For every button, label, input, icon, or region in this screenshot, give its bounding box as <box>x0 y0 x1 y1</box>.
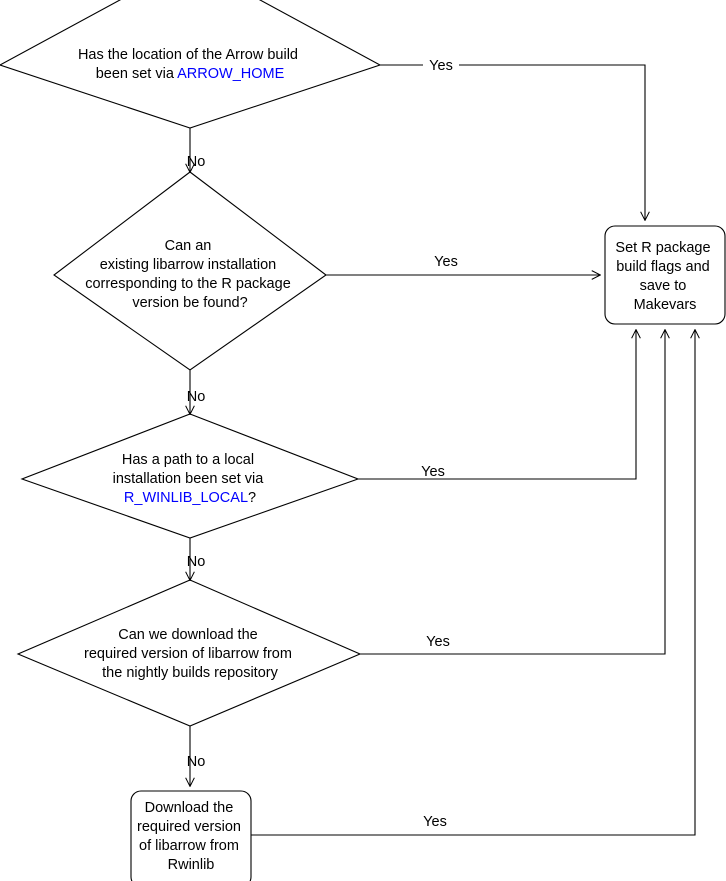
edge-label-arrow-home-no: No <box>187 154 206 170</box>
node-line-2: build flags and <box>616 259 710 275</box>
node-q-existing-libarrow-label: Can an existing libarrow installation co… <box>85 238 295 311</box>
edge-label-rwinlib-yes: Yes <box>423 814 447 830</box>
edge-label-nightly-yes: Yes <box>426 634 450 650</box>
node-q-r-winlib-local[interactable]: Has a path to a local installation been … <box>20 413 360 539</box>
node-line-2: installation been set via <box>113 471 265 487</box>
edge-label-existing-no: No <box>187 389 206 405</box>
node-line-1: Has a path to a local <box>122 452 254 468</box>
edge-label-nightly-no: No <box>187 754 206 770</box>
node-line-4: Makevars <box>634 297 697 313</box>
node-line-4: version be found? <box>132 295 247 311</box>
edge-label-winlib-no: No <box>187 554 206 570</box>
edge-label-arrow-home-yes: Yes <box>429 58 453 74</box>
node-q-arrow-home-label: Has the location of the Arrow build been… <box>78 47 302 82</box>
edge-nightly-yes <box>360 330 665 655</box>
node-line-2a: been set via <box>96 66 177 82</box>
node-q-existing-libarrow[interactable]: Can an existing libarrow installation co… <box>53 171 327 371</box>
edge-arrow-home-yes <box>380 64 645 220</box>
node-a-download-rwinlib-label: Download the required version of libarro… <box>137 800 245 873</box>
node-q-r-winlib-local-label: Has a path to a local installation been … <box>113 452 268 506</box>
node-a-set-build-flags[interactable]: Set R package build flags and save to Ma… <box>604 225 726 325</box>
node-line-3: save to <box>640 278 687 294</box>
env-var-arrow-home: ARROW_HOME <box>177 66 284 82</box>
node-line-3: of libarrow from <box>139 838 239 854</box>
node-a-set-build-flags-label: Set R package build flags and save to Ma… <box>615 240 714 313</box>
node-line-3-suffix: ? <box>248 490 256 506</box>
node-line-1: Set R package <box>615 240 710 256</box>
node-line-4: Rwinlib <box>168 857 215 873</box>
node-line-1: Download the <box>145 800 234 816</box>
node-line-2: required version <box>137 819 241 835</box>
node-q-arrow-home[interactable]: Has the location of the Arrow build been… <box>0 0 382 129</box>
edge-label-winlib-yes: Yes <box>421 464 445 480</box>
node-line-3: corresponding to the R package <box>85 276 291 292</box>
node-line-1: Can an <box>165 238 212 254</box>
node-line-1: Can we download the <box>118 627 257 643</box>
env-var-r-winlib-local: R_WINLIB_LOCAL <box>124 490 248 506</box>
edge-label-existing-yes: Yes <box>434 254 458 270</box>
edge-rwinlib-yes <box>251 330 695 836</box>
edge-labels: Yes No Yes No Yes No Yes No Yes <box>187 55 464 830</box>
node-q-nightly-builds[interactable]: Can we download the required version of … <box>16 579 362 727</box>
node-line-3: the nightly builds repository <box>102 665 278 681</box>
node-a-download-rwinlib[interactable]: Download the required version of libarro… <box>130 790 252 881</box>
node-q-nightly-builds-label: Can we download the required version of … <box>84 627 296 681</box>
node-line-2: existing libarrow installation <box>100 257 277 273</box>
node-line-2: required version of libarrow from <box>84 646 292 662</box>
node-line-1: Has the location of the Arrow build <box>78 47 298 63</box>
edge-winlib-yes <box>358 330 636 480</box>
